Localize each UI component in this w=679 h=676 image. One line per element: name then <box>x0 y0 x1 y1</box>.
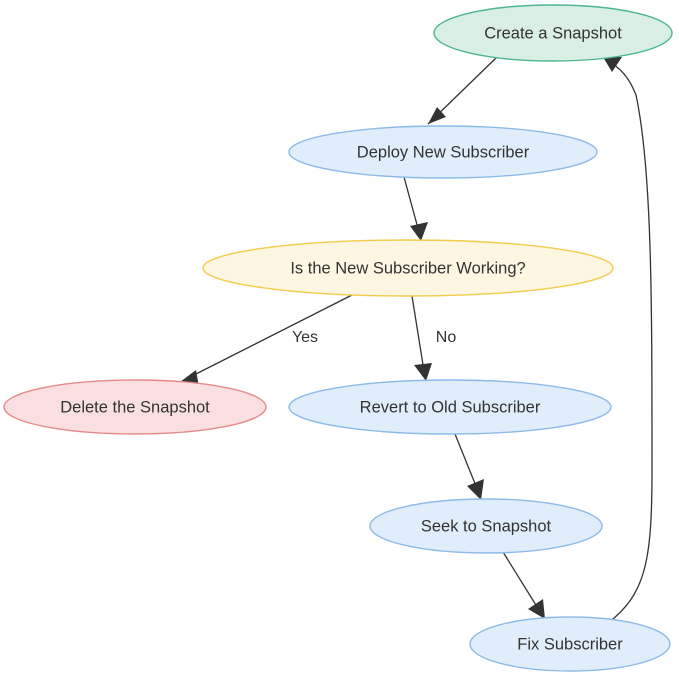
arrowhead-icon <box>528 599 545 619</box>
node-label: Seek to Snapshot <box>421 517 552 535</box>
edge-line <box>189 294 353 378</box>
node-label: Create a Snapshot <box>484 24 622 42</box>
node-create-snapshot[interactable]: Create a Snapshot <box>433 4 673 62</box>
node-fix-subscriber[interactable]: Fix Subscriber <box>469 616 671 672</box>
node-shape-ellipse[interactable] <box>433 4 673 62</box>
node-label: Fix Subscriber <box>517 635 623 653</box>
node-shape-ellipse[interactable] <box>3 379 267 435</box>
arrowhead-icon <box>410 222 428 241</box>
node-label: Delete the Snapshot <box>60 398 210 416</box>
node-shape-ellipse[interactable] <box>369 498 603 554</box>
arrowhead-icon <box>414 363 432 381</box>
arrowhead-icon <box>467 479 484 500</box>
edge-line <box>403 176 420 233</box>
edge-line <box>454 433 479 492</box>
node-shape-ellipse[interactable] <box>469 616 671 672</box>
edge-line <box>607 62 653 624</box>
node-revert-old-subscriber[interactable]: Revert to Old Subscriber <box>288 379 612 435</box>
node-label: Is the New Subscriber Working? <box>290 259 525 277</box>
edge-label: No <box>436 329 457 346</box>
arrowhead-icon <box>603 57 622 72</box>
node-delete-snapshot[interactable]: Delete the Snapshot <box>3 379 267 435</box>
edge-revert-old-subscriber-to-seek-to-snapshot <box>454 433 484 500</box>
edge-fix-subscriber-to-create-snapshot <box>603 57 653 624</box>
node-shape-ellipse[interactable] <box>202 239 614 297</box>
edge-deploy-new-subscriber-to-is-working <box>403 176 428 241</box>
node-label: Revert to Old Subscriber <box>360 398 541 416</box>
node-seek-to-snapshot[interactable]: Seek to Snapshot <box>369 498 603 554</box>
node-label: Deploy New Subscriber <box>357 143 530 161</box>
edge-labels-layer: Yes No <box>292 329 456 346</box>
node-shape-ellipse[interactable] <box>288 379 612 435</box>
edge-label: Yes <box>292 329 318 346</box>
edge-is-working-to-delete-snapshot <box>180 294 353 387</box>
edge-create-snapshot-to-deploy-new-subscriber <box>427 56 498 125</box>
edges-layer <box>180 56 653 624</box>
edge-seek-to-snapshot-to-fix-subscriber <box>502 551 545 619</box>
node-shape-ellipse[interactable] <box>288 125 598 179</box>
edge-line <box>411 295 425 372</box>
edge-is-working-to-revert-old-subscriber <box>411 295 432 381</box>
arrowhead-icon <box>428 107 446 124</box>
edge-line <box>502 551 540 611</box>
node-deploy-new-subscriber[interactable]: Deploy New Subscriber <box>288 125 598 179</box>
node-is-working[interactable]: Is the New Subscriber Working? <box>202 239 614 297</box>
